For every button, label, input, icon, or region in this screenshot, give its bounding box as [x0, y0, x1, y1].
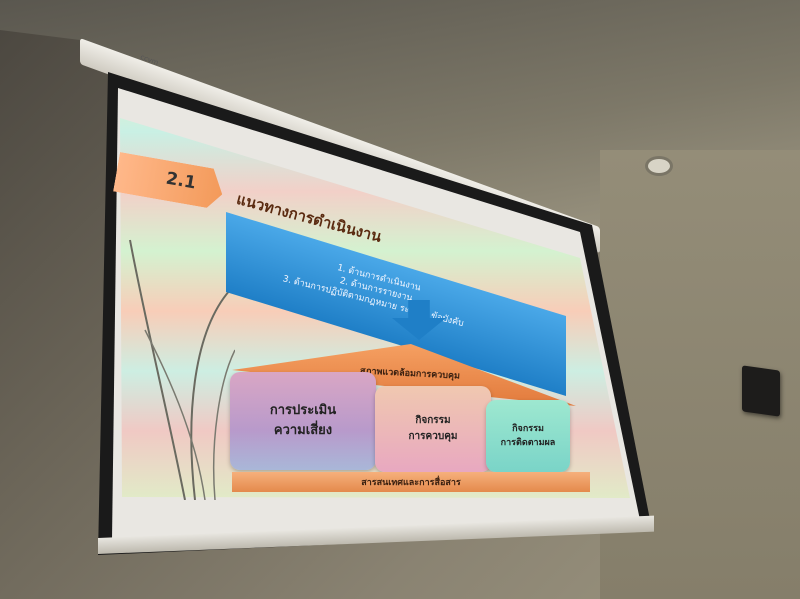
- pillar-label: การประเมิน: [269, 403, 337, 418]
- base-label: สารสนเทศและการสื่อสาร: [361, 478, 461, 488]
- pillar-monitoring: กิจกรรม การติดตามผล: [486, 400, 570, 472]
- pillar-control-activities: กิจกรรม การควบคุม: [375, 386, 491, 472]
- slide-number: 2.1: [164, 168, 198, 194]
- pillar-risk-assessment: การประเมิน ความเสี่ยง: [230, 372, 376, 470]
- pillar-label: การติดตามผล: [500, 438, 556, 448]
- information-communication-base: สารสนเทศและการสื่อสาร: [232, 472, 590, 492]
- pillar-label: กิจกรรม: [415, 415, 451, 426]
- decorative-grass: [129, 239, 235, 500]
- pillar-label: กิจกรรม: [512, 424, 544, 434]
- pillar-label: ความเสี่ยง: [273, 423, 333, 438]
- ceiling-light: [645, 156, 673, 176]
- pillar-label: การควบคุม: [408, 431, 458, 442]
